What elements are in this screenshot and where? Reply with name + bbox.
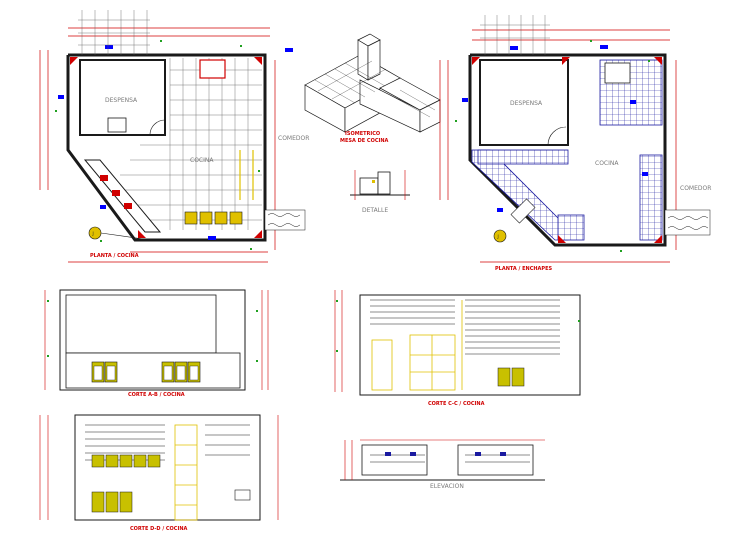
section-cc-title: CORTE C-C / COCINA	[428, 401, 485, 407]
plan-kitchen-title: PLANTA / COCINA	[90, 253, 139, 259]
room-label-despensa: DESPENSA	[105, 97, 138, 104]
isometric-title-1: ISOMETRICO	[345, 131, 380, 137]
plan-tiles-title: PLANTA / ENCHAPES	[495, 266, 553, 272]
room-label-cocina: COCINA	[190, 157, 214, 164]
room-label-despensa-2: DESPENSA	[510, 100, 543, 107]
detail-small: DETALLE	[350, 170, 410, 214]
section-cc: CORTE C-C / COCINA	[334, 290, 581, 407]
section-marker-2: J	[497, 234, 499, 239]
room-label-cocina-2: COCINA	[595, 160, 619, 167]
detail-title: DETALLE	[362, 207, 388, 214]
section-dd-title: CORTE D-D / COCINA	[130, 526, 188, 532]
section-ab: CORTE A-B / COCINA	[44, 289, 269, 398]
section-marker: J	[92, 231, 94, 236]
room-label-comedor: COMEDOR	[278, 135, 309, 142]
plan-kitchen: DESPENSA COCINA COMEDOR	[39, 10, 309, 263]
section-dd: CORTE D-D / COCINA	[39, 414, 279, 532]
elevation: ELEVACION	[340, 439, 545, 490]
elevation-title: ELEVACION	[430, 483, 464, 490]
section-ab-title: CORTE A-B / COCINA	[128, 392, 185, 398]
isometric-title-2: MESA DE COCINA	[340, 138, 389, 144]
room-label-comedor-2: COMEDOR	[680, 185, 711, 192]
plan-tiles: DESPENSA COCINA COMEDOR	[439, 15, 711, 272]
isometric-view	[304, 33, 441, 133]
